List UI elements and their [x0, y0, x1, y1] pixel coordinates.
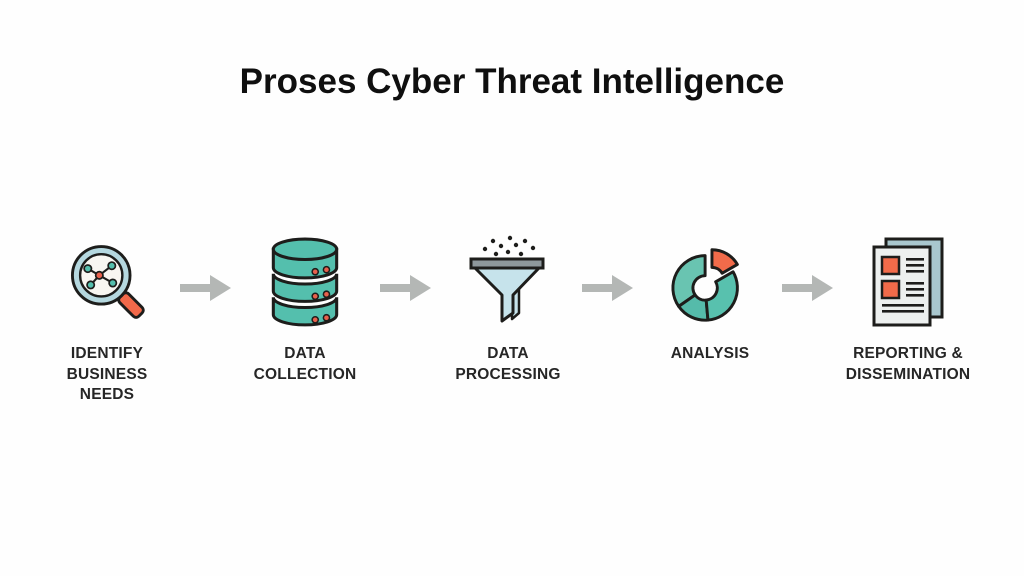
- arrow-right-icon: [180, 275, 231, 301]
- step-label: REPORTING & DISSEMINATION: [845, 345, 971, 383]
- network-nodes: [83, 261, 118, 290]
- documents-svg: [872, 237, 944, 327]
- arrow-right-icon: [782, 275, 833, 301]
- page-title: Proses Cyber Threat Intelligence: [239, 62, 785, 101]
- arrow-right-icon: [380, 275, 431, 301]
- magnifier-network-svg: [71, 245, 145, 319]
- step-label: IDENTIFY BUSINESS NEEDS: [66, 345, 148, 404]
- text-lines-bottom: [882, 304, 924, 313]
- step-analysis: ANALYSIS: [620, 233, 800, 365]
- documents-icon: [866, 233, 950, 333]
- funnel-icon: [463, 233, 553, 333]
- step-reporting-dissemination: REPORTING & DISSEMINATION: [818, 233, 998, 385]
- step-label: DATA PROCESSING: [455, 345, 561, 383]
- donut-chart-icon: [666, 233, 754, 333]
- funnel-svg: [469, 235, 545, 323]
- text-lines: [906, 282, 924, 297]
- step-data-collection: DATA COLLECTION: [215, 233, 395, 385]
- database-icon: [264, 233, 346, 333]
- database-leds: [311, 265, 331, 324]
- step-data-processing: DATA PROCESSING: [418, 233, 598, 385]
- magnifier-network-icon: [59, 233, 155, 333]
- arrow-right-icon: [582, 275, 633, 301]
- donut-chart-svg: [671, 248, 739, 322]
- step-identify-business-needs: IDENTIFY BUSINESS NEEDS: [17, 233, 197, 406]
- step-label: ANALYSIS: [670, 345, 750, 362]
- text-lines: [906, 258, 924, 273]
- data-dots: [482, 235, 536, 257]
- step-label: DATA COLLECTION: [253, 345, 357, 383]
- database-svg: [271, 237, 339, 327]
